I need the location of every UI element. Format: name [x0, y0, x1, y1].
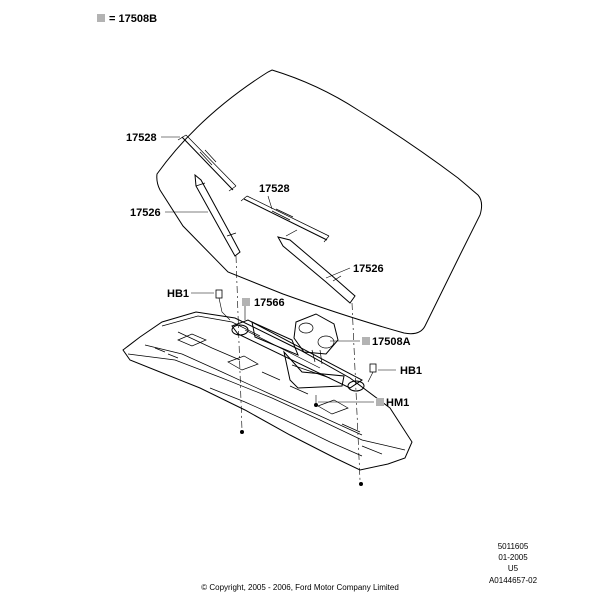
right-wiper-arm: [277, 229, 356, 304]
screw-right: [359, 482, 363, 486]
windshield-outline: [156, 69, 483, 335]
legend: = 17508B: [97, 13, 157, 25]
marker-hm1: [376, 398, 384, 406]
label-motor: 17508A: [372, 336, 411, 348]
label-blade-left: 17528: [126, 132, 157, 144]
label-hb1-left: HB1: [167, 288, 189, 300]
wiper-linkage: [231, 319, 365, 392]
label-hb1-right: HB1: [400, 365, 422, 377]
reference-number: 5011605: [498, 542, 529, 551]
screw-hm1: [314, 403, 318, 407]
hb1-left-bolt: [215, 289, 223, 299]
label-blade-right: 17528: [259, 183, 290, 195]
marker-linkage: [242, 298, 250, 306]
copyright-text: © Copyright, 2005 - 2006, Ford Motor Com…: [201, 583, 399, 592]
right-wiper-blade: [240, 195, 330, 243]
left-wiper-blade: [177, 134, 237, 192]
screw-left: [240, 430, 244, 434]
label-arm-right: 17526: [353, 263, 384, 275]
left-wiper-arm: [194, 173, 241, 257]
label-hm1: HM1: [386, 397, 409, 409]
wiper-motor: [293, 313, 339, 365]
reference-drawing-id: A0144657-02: [489, 576, 538, 585]
right-pivot: [347, 380, 365, 392]
cowl-panel: [122, 311, 413, 471]
label-arm-left: 17526: [130, 207, 161, 219]
legend-text: = 17508B: [109, 13, 157, 25]
alignment-lines: [235, 255, 361, 481]
legend-marker: [97, 14, 105, 22]
leader-lines: [161, 136, 396, 403]
hb1-right-bolt: [369, 363, 377, 373]
marker-motor: [362, 337, 370, 345]
reference-code: U5: [508, 564, 519, 573]
reference-date: 01-2005: [498, 553, 528, 562]
fasteners: [215, 289, 377, 486]
callouts: 17528 17526 17528 17526 HB1 17566 17508A…: [126, 132, 422, 409]
reference-block: 5011605 01-2005 U5 A0144657-02: [489, 542, 538, 585]
label-linkage: 17566: [254, 297, 285, 309]
